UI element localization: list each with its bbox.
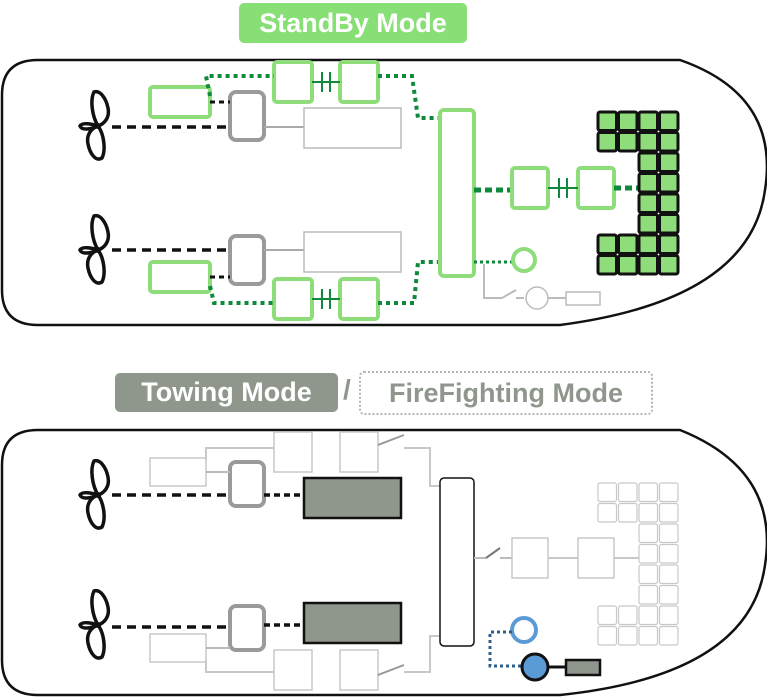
converter-icon: [272, 277, 314, 321]
battery-cell: [617, 233, 639, 255]
mode-separator: /: [343, 374, 351, 405]
battery-cell: [638, 523, 659, 544]
battery-cell: [658, 192, 680, 214]
battery-cell: [597, 625, 618, 646]
propeller-icon: [78, 588, 111, 660]
pump-motor-icon: [520, 652, 550, 682]
battery-cell: [658, 605, 679, 626]
battery-cell: [617, 625, 638, 646]
motor-icon: [148, 85, 212, 119]
battery-cell: [637, 172, 659, 194]
battery-cell: [638, 482, 659, 503]
engine-icon: [302, 476, 403, 520]
battery-cell: [617, 605, 638, 626]
engine-icon: [303, 107, 402, 149]
fire-pump-engine-icon: [564, 658, 602, 677]
battery-cell: [637, 213, 659, 235]
battery-cell: [597, 502, 618, 523]
main-switchboard: [438, 108, 476, 278]
battery-cell: [638, 564, 659, 585]
converter-icon: [338, 60, 380, 104]
battery-cell: [658, 502, 679, 523]
battery-cell: [596, 131, 618, 153]
battery-cell: [658, 625, 679, 646]
battery-cell: [596, 254, 618, 276]
firefighting-mode-label: FireFighting Mode: [359, 371, 653, 415]
gearbox-icon: [228, 460, 266, 508]
battery-cell: [658, 213, 680, 235]
battery-cell: [658, 543, 679, 564]
battery-bank: [597, 482, 679, 646]
battery-cell: [617, 502, 638, 523]
propeller-icon: [78, 458, 111, 530]
battery-cell: [596, 110, 618, 132]
motor-icon: [149, 633, 207, 663]
battery-cell: [617, 131, 639, 153]
gearbox-icon: [228, 234, 266, 286]
battery-bank: [596, 110, 680, 276]
engine-icon: [302, 601, 403, 645]
standby-hull: [0, 58, 767, 327]
battery-cell: [637, 151, 659, 173]
battery-cell: [597, 605, 618, 626]
battery-cell: [658, 482, 679, 503]
battery-cell: [638, 605, 659, 626]
battery-cell: [638, 502, 659, 523]
gearbox-icon: [228, 604, 266, 652]
towing-mode-label: Towing Mode: [115, 373, 338, 412]
propeller-icon: [78, 213, 111, 285]
battery-cell: [658, 110, 680, 132]
towing-hull: [0, 428, 767, 697]
pump-icon: [511, 247, 537, 273]
battery-cell: [637, 192, 659, 214]
propeller-icon: [78, 89, 111, 161]
battery-cell: [658, 151, 680, 173]
engine-icon: [303, 231, 402, 273]
converter-icon: [272, 60, 314, 104]
battery-cell: [637, 110, 659, 132]
battery-cell: [638, 543, 659, 564]
battery-cell: [658, 523, 679, 544]
battery-cell: [617, 482, 638, 503]
converter-icon: [510, 166, 550, 210]
battery-cell: [658, 172, 680, 194]
battery-cell: [638, 625, 659, 646]
standby-mode-label: StandBy Mode: [239, 3, 467, 43]
battery-cell: [658, 131, 680, 153]
battery-cell: [658, 564, 679, 585]
converter-icon: [576, 166, 616, 210]
battery-cell: [596, 233, 618, 255]
battery-cell: [658, 254, 680, 276]
battery-cell: [637, 131, 659, 153]
main-switchboard: [439, 477, 475, 647]
battery-cell: [617, 254, 639, 276]
motor-icon: [148, 260, 212, 294]
pump-icon: [510, 616, 538, 644]
battery-cell: [637, 254, 659, 276]
converter-icon: [338, 277, 380, 321]
battery-cell: [617, 110, 639, 132]
motor-icon: [149, 457, 207, 487]
battery-cell: [658, 233, 680, 255]
battery-cell: [638, 584, 659, 605]
battery-cell: [637, 233, 659, 255]
battery-cell: [658, 584, 679, 605]
battery-cell: [597, 482, 618, 503]
gearbox-icon: [228, 90, 266, 142]
